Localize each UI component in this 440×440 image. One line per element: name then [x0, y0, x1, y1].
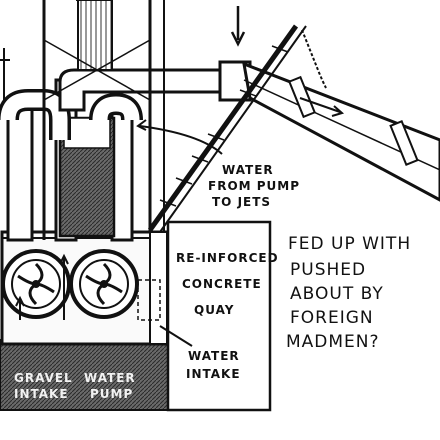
mast-frame	[0, 0, 165, 240]
crane-boom	[147, 24, 307, 233]
label-quay-3: QUAY	[194, 303, 235, 317]
label-water-intake-1: WATER	[188, 349, 240, 363]
label-water-from-pump-2: FROM PUMP	[208, 179, 301, 193]
caption-line-2: PUSHED	[290, 260, 367, 280]
label-water-intake-2: INTAKE	[186, 367, 241, 381]
label-quay-1: RE-INFORCED	[176, 251, 279, 265]
caption-line-3: ABOUT BY	[290, 284, 384, 304]
outlet-chute	[242, 61, 440, 202]
pump-wheel-right	[69, 249, 139, 319]
pump-wheel-left	[1, 249, 71, 319]
tall-pipe-left	[6, 98, 34, 242]
label-water-pump-1: WATER	[84, 371, 136, 385]
caption-line-4: FOREIGN	[290, 308, 374, 328]
crane-chain	[301, 29, 327, 89]
discharge-pipe	[58, 68, 232, 112]
label-water-pump-2: PUMP	[90, 387, 134, 401]
label-quay-2: CONCRETE	[182, 277, 262, 291]
leader-water-intake	[159, 325, 193, 347]
label-gravel-intake-2: INTAKE	[14, 387, 69, 401]
label-gravel-intake-1: GRAVEL	[14, 371, 73, 385]
label-water-from-pump-1: WATER	[222, 163, 274, 177]
label-water-from-pump-3: TO JETS	[212, 195, 272, 209]
caption-line-1: FED UP WITH	[288, 234, 412, 254]
caption-line-5: MADMEN?	[286, 332, 380, 352]
leader-water-from-pump	[136, 119, 223, 155]
